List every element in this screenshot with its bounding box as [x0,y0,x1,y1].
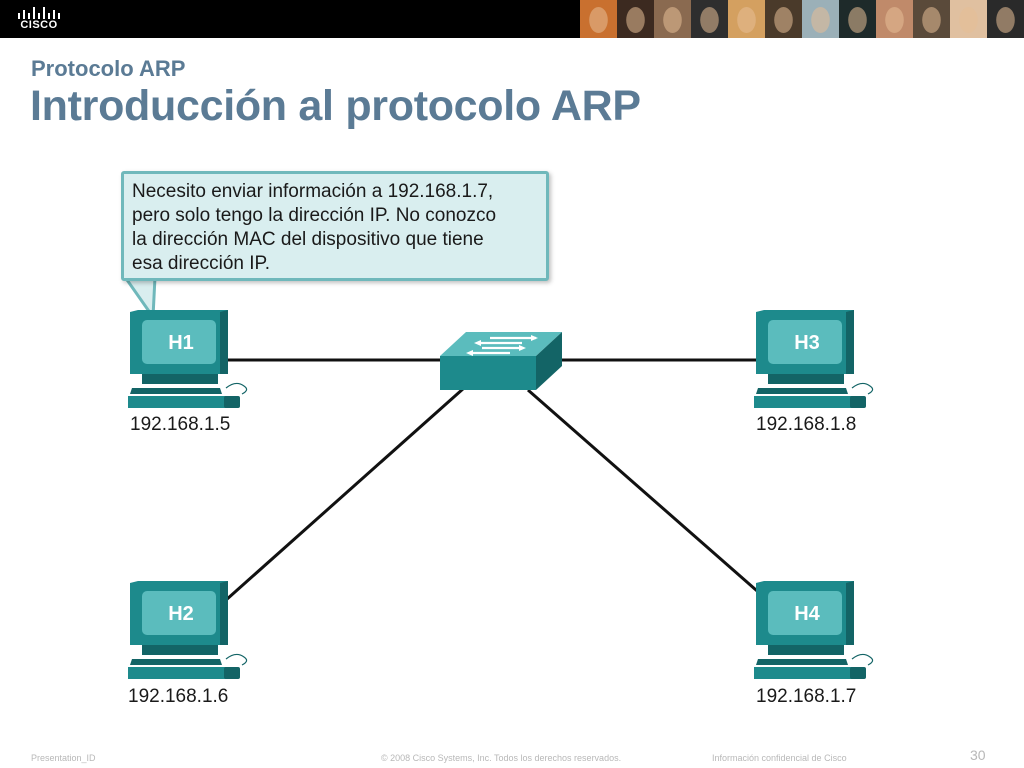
photo-face [848,7,867,33]
computer-icon [128,310,248,408]
callout-line: Necesito enviar información a 192.168.1.… [132,181,494,202]
photo-face [996,7,1015,33]
host-h3: H3 [754,310,880,410]
footer-presentation-id: Presentation_ID [31,753,96,763]
host-label: H2 [168,603,194,625]
link-switch-h2 [225,386,465,602]
switch-icon [440,332,562,390]
slide-title: Introducción al protocolo ARP [30,82,641,130]
cisco-logo: CISCO [14,6,64,34]
host-h2: H2 [128,581,254,681]
photo-face [589,7,608,33]
slide-subtitle: Protocolo ARP [31,56,186,81]
host-ip: 192.168.1.5 [130,414,231,435]
host-ip: 192.168.1.7 [756,686,857,707]
computer-icon [128,581,248,679]
photo-face [700,7,719,33]
host-label: H4 [794,603,820,625]
page-number: 30 [970,747,986,763]
footer-confidential: Información confidencial de Cisco [712,753,847,763]
photo-face [885,7,904,33]
photo-face [774,7,793,33]
photo-face [959,7,978,33]
host-ip: 192.168.1.8 [756,414,857,435]
host-ip: 192.168.1.6 [128,686,229,707]
link-switch-h4 [527,388,773,606]
arp-callout: Necesito enviar información a 192.168.1.… [121,171,549,281]
photo-face [626,7,645,33]
host-h1: H1 [128,310,254,410]
callout-line: la dirección MAC del dispositivo que tie… [132,229,484,250]
callout-line: pero solo tengo la dirección IP. No cono… [132,205,497,226]
photo-face [737,7,756,33]
photo-strip [580,0,1024,38]
logo-text: CISCO [20,19,58,31]
header-bar: CISCO [0,0,1024,38]
computer-icon [754,581,874,679]
callout-line: esa dirección IP. [132,253,271,274]
footer-copyright: © 2008 Cisco Systems, Inc. Todos los der… [381,753,622,763]
computer-icon [754,310,874,408]
photo-face [811,7,830,33]
network-switch [438,330,564,392]
host-label: H1 [168,332,194,354]
photo-face [663,7,682,33]
host-label: H3 [794,332,820,354]
cisco-bridge-icon [18,7,60,19]
host-h4: H4 [754,581,880,681]
photo-face [922,7,941,33]
